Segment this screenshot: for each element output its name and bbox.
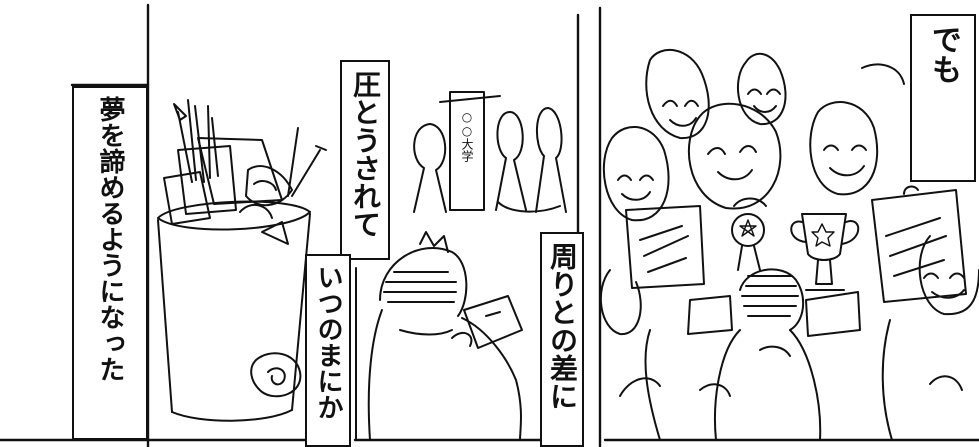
- crowd-and-student-drawing: [355, 91, 567, 441]
- caption-panel3-top: でも: [910, 14, 976, 182]
- caption-panel3-mid-text: 周りとの差に: [546, 242, 579, 410]
- caption-panel1-text: 夢を諦めるようになった: [95, 96, 125, 382]
- caption-panel3-mid: 周りとの差に: [540, 232, 584, 447]
- caption-panel1: 夢を諦めるようになった: [72, 86, 148, 440]
- caption-panel2-bottom: いつのまにか: [305, 254, 351, 447]
- caption-panel2-bottom-text: いつのまにか: [313, 264, 343, 420]
- trash-can-drawing: [157, 99, 327, 422]
- caption-panel2-top-text: 圧とうされて: [349, 70, 382, 238]
- university-sign: ○○大学: [452, 110, 482, 206]
- caption-panel3-top-text: でも: [926, 24, 961, 84]
- university-sign-text: ○○大学: [460, 110, 474, 162]
- panel-borders: [0, 3, 979, 447]
- caption-panel2-top: 圧とうされて: [340, 60, 390, 260]
- masked-crowd-drawing: [599, 49, 979, 441]
